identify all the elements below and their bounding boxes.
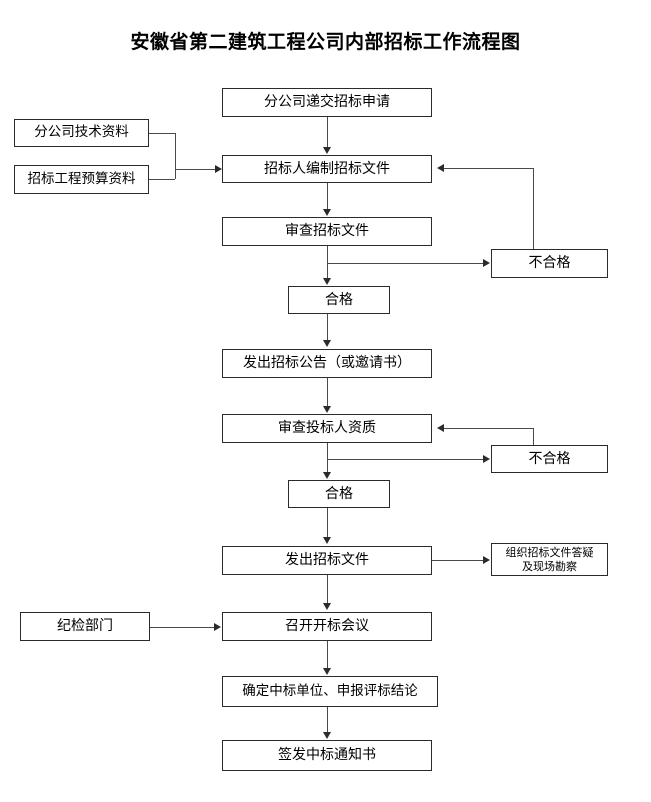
edge-open-meeting-to-determine [327, 641, 328, 669]
node-review-bidder: 审查投标人资质 [222, 414, 432, 443]
arrowhead-left-feed-to-prepare [215, 165, 222, 173]
edge-apply-to-prepare [327, 117, 328, 148]
edge-fail2-loop-up [533, 428, 534, 445]
edge-prepare-to-review [327, 183, 328, 210]
node-pass-1-label: 合格 [325, 291, 353, 308]
node-review-docs: 审查招标文件 [222, 217, 432, 246]
node-pass-2-label: 合格 [325, 485, 353, 502]
arrowhead-discipline-to-open-meeting [214, 623, 221, 631]
edge-pass2-to-issue [327, 508, 328, 538]
node-fail-2-label: 不合格 [528, 450, 571, 467]
node-pass-2: 合格 [288, 480, 390, 508]
arrowhead-announce-to-review-bidder [323, 406, 331, 413]
node-apply: 分公司递交招标申请 [222, 88, 432, 117]
node-review-bidder-label: 审查投标人资质 [278, 420, 376, 437]
edge-pass1-to-announce [327, 314, 328, 341]
page-title: 安徽省第二建筑工程公司内部招标工作流程图 [130, 31, 521, 53]
node-qa-survey: 组织招标文件答疑 及现场勘察 [491, 543, 608, 576]
node-prepare-docs: 招标人编制招标文件 [222, 155, 432, 183]
edge-review-bidder-to-pass2 [327, 443, 328, 473]
node-issue-docs-label: 发出招标文件 [285, 552, 369, 569]
node-apply-label: 分公司递交招标申请 [264, 94, 390, 111]
edge-fail2-loop-left [444, 428, 533, 429]
arrowhead-prepare-to-review [323, 209, 331, 216]
edge-issue-to-open-meeting [327, 575, 328, 604]
arrowhead-issue-to-qa [483, 556, 490, 564]
arrowhead-issue-to-open-meeting [323, 603, 331, 610]
arrowhead-open-meeting-to-determine [323, 668, 331, 675]
arrowhead-review-to-pass1 [323, 278, 331, 285]
edge-issue-to-qa [432, 560, 484, 561]
node-review-docs-label: 审查招标文件 [285, 223, 369, 240]
arrowhead-pass2-to-issue [323, 537, 331, 544]
edge-review-to-pass1 [327, 246, 328, 279]
node-fail-1-label: 不合格 [528, 255, 571, 272]
node-fail-2: 不合格 [491, 445, 608, 473]
edge-tech-data-out [149, 133, 175, 134]
node-announce-label: 发出招标公告（或邀请书） [243, 355, 411, 372]
node-discipline-label: 纪检部门 [57, 618, 113, 635]
edge-review-bidder-to-fail2 [327, 459, 484, 460]
arrowhead-apply-to-prepare [323, 147, 331, 154]
edge-left-feed-to-prepare [175, 169, 218, 170]
node-tech-data-label: 分公司技术资料 [34, 124, 129, 141]
node-prepare-docs-label: 招标人编制招标文件 [264, 160, 390, 177]
node-determine-label: 确定中标单位、申报评标结论 [242, 682, 418, 699]
edge-fail1-loop-left [444, 168, 533, 169]
node-announce: 发出招标公告（或邀请书） [222, 349, 432, 378]
arrowhead-determine-to-notice [323, 732, 331, 739]
edge-announce-to-review-bidder [327, 378, 328, 407]
arrowhead-fail1-loop-to-prepare [437, 164, 444, 172]
arrowhead-pass1-to-announce [323, 340, 331, 347]
edge-discipline-to-open-meeting [150, 627, 215, 628]
node-pass-1: 合格 [288, 286, 390, 314]
arrowhead-review-to-fail1 [483, 259, 490, 267]
arrowhead-review-bidder-to-pass2 [323, 472, 331, 479]
arrowhead-review-bidder-to-fail2 [483, 455, 490, 463]
edge-budget-data-up [175, 169, 176, 179]
node-determine: 确定中标单位、申报评标结论 [222, 676, 438, 707]
node-budget-data: 招标工程预算资料 [14, 165, 149, 194]
edge-fail1-loop-up [533, 168, 534, 249]
node-notice-label: 签发中标通知书 [278, 747, 376, 764]
edge-tech-data-down [175, 133, 176, 169]
edge-review-to-fail1 [327, 263, 484, 264]
node-qa-survey-label-line1: 组织招标文件答疑 [505, 545, 594, 559]
node-open-meeting-label: 召开开标会议 [285, 618, 369, 635]
node-open-meeting: 召开开标会议 [222, 612, 432, 641]
edge-determine-to-notice [327, 707, 328, 734]
node-qa-survey-label-line2: 及现场勘察 [522, 559, 577, 573]
node-discipline: 纪检部门 [20, 612, 150, 641]
node-budget-data-label: 招标工程预算资料 [27, 170, 136, 187]
edge-budget-data-out [149, 179, 175, 180]
node-notice: 签发中标通知书 [222, 740, 432, 771]
node-tech-data: 分公司技术资料 [14, 119, 149, 147]
node-fail-1: 不合格 [491, 249, 608, 278]
node-issue-docs: 发出招标文件 [222, 546, 432, 575]
arrowhead-fail2-loop-to-review-bidder [437, 424, 444, 432]
